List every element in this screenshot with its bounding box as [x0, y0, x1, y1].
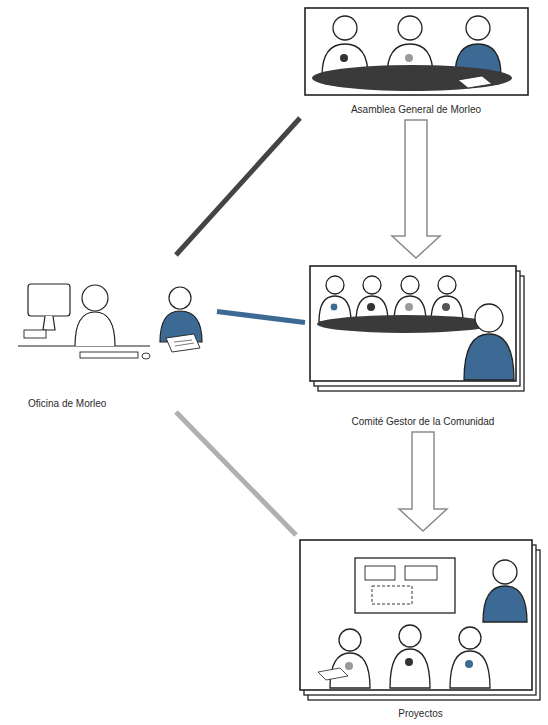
panel-caption: Comité Gestor de la Comunidad: [350, 416, 497, 428]
office-figure: Oficina de Morleo: [12, 255, 217, 412]
panel-caption: Asamblea General de Morleo: [349, 104, 483, 116]
link-line: [176, 412, 296, 535]
flow-arrow: [392, 120, 440, 258]
projects-panel: Proyectos: [296, 535, 545, 722]
office-scene: [18, 284, 202, 359]
committee-scene: [310, 266, 524, 391]
committee-panel: Comité Gestor de la Comunidad: [305, 262, 541, 430]
panel-caption: Oficina de Morleo: [26, 398, 108, 410]
projects-scene: [300, 540, 540, 700]
assembly-scene: [305, 8, 528, 95]
link-line: [217, 312, 305, 323]
assembly-panel: Asamblea General de Morleo: [300, 5, 532, 118]
panel-caption: Proyectos: [396, 708, 444, 720]
flow-arrow: [399, 432, 447, 531]
link-line: [176, 118, 300, 255]
